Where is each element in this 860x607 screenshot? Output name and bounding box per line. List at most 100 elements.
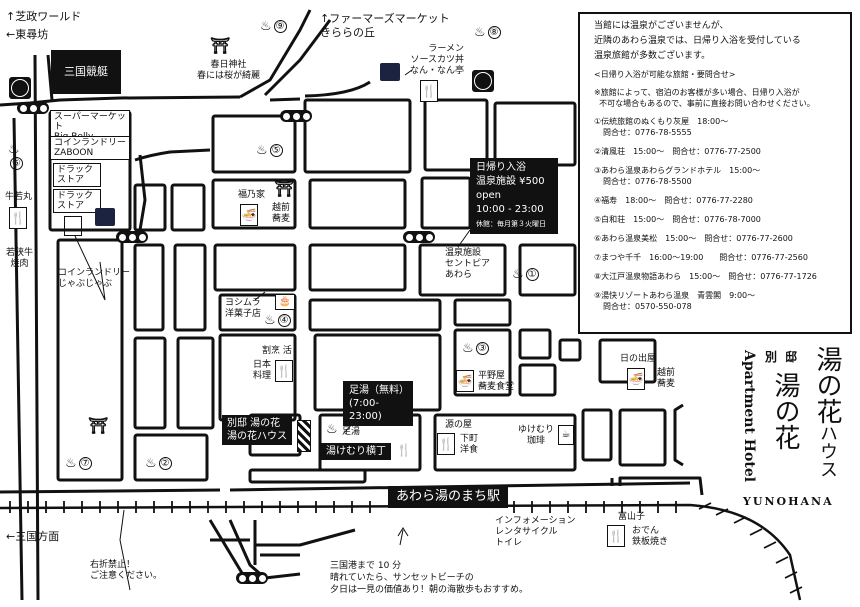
- label: 休館：毎月第３火曜日: [476, 220, 546, 228]
- bettei-building-icon: [297, 420, 311, 452]
- hiranoya: 平野屋蕎麦食堂: [478, 371, 514, 393]
- ryokan-entry: ⑧大江戸温泉物語あわら 15:00～ 問合せ：0776-77-1726: [594, 271, 836, 282]
- coffee-cup-icon: ☕: [558, 425, 574, 445]
- laundry-label: コインランドリー: [58, 268, 131, 278]
- ashiyu-onsen-icon: ♨: [326, 423, 338, 437]
- leader-lines: [15, 69, 471, 591]
- onsen-icon: ♨: [264, 313, 276, 328]
- brand-title: 湯の花ハウス: [812, 346, 842, 478]
- label: 下町: [460, 434, 479, 444]
- onsen-marker-1: ♨①: [512, 268, 539, 282]
- onsen-icon: ♨: [260, 19, 272, 34]
- ryokan-name-hours: ⑨湯快リゾートあわら温泉 青雲閣 9:00～: [594, 291, 756, 300]
- soba-bowl-icon: 🍜: [627, 368, 645, 390]
- label: あわら: [445, 270, 473, 280]
- label: 春日神社: [210, 60, 247, 70]
- mikuni-kyotei: 三国競艇: [51, 50, 121, 94]
- convenience-store-icon: [9, 77, 31, 99]
- traffic-light-icon: [236, 572, 268, 584]
- label: 温泉施設 ¥500: [476, 176, 545, 187]
- info-heading: <日帰り入浴が可能な旅館・要問合せ>: [594, 70, 736, 79]
- onsen-number: ②: [158, 457, 172, 470]
- higaeri-onsen-callout: 日帰り入浴 温泉施設 ¥500 open 10:00 - 23:00 休館：毎月…: [470, 158, 558, 234]
- traffic-light-icon: [17, 102, 49, 114]
- label: 若狭牛: [6, 248, 34, 258]
- label: ヨシムラ: [225, 298, 261, 308]
- onsen-icon: ♨: [145, 456, 157, 471]
- laundry-name: ZABOON: [54, 148, 94, 158]
- label: ソースカツ丼: [410, 55, 465, 65]
- onsen-marker-3: ♨③: [462, 342, 489, 356]
- onsen-icon: ♨: [65, 456, 77, 471]
- onsen-marker-8: ♨⑧: [474, 26, 501, 40]
- traffic-light-icon: [403, 231, 435, 243]
- rail-tick: [698, 502, 712, 510]
- shrine-torii-icon: ⛩: [210, 36, 231, 55]
- kasuga-shrine: 春日神社春には桜が綺麗: [197, 60, 260, 82]
- echizen-soba: 越前蕎麦: [272, 203, 290, 225]
- rail-tick: [775, 556, 789, 564]
- restaurant-icon: 🍴: [437, 433, 455, 455]
- onsen-number: ⑤: [269, 144, 283, 157]
- rail-tick: [733, 516, 747, 524]
- onsen-number: ⑨: [273, 20, 287, 33]
- onsen-icon: ♨: [474, 25, 486, 40]
- label: インフォメーション: [495, 516, 576, 526]
- restaurant-icon: 🍴: [9, 207, 27, 229]
- laundry-name: じゃぶじゃぶ: [58, 279, 113, 289]
- label: 料理: [253, 371, 272, 381]
- restaurant-icon: 🍴: [420, 80, 438, 102]
- brand-title-main: 湯の花: [812, 346, 842, 424]
- label: 蕎麦: [657, 379, 676, 389]
- direction-shibamasa: ↑芝政ワールド: [6, 10, 82, 23]
- onsen-number: ④: [277, 314, 291, 327]
- laundry-building-icon: [64, 216, 82, 236]
- label: 越前: [657, 368, 676, 378]
- onsen-icon: ♨: [256, 143, 268, 158]
- onsen-marker-4: ♨④: [264, 314, 291, 328]
- drug-store-label: ストア: [57, 201, 85, 211]
- label: 三国港まで 10 分: [330, 561, 402, 571]
- ryokan-name-hours: ⑥あわら温泉美松 15:00～ 問合せ：0776-77-2600: [594, 234, 793, 243]
- awara-yunomachi-station: あわら湯のまち駅: [388, 486, 509, 508]
- label: 焼肉: [10, 259, 29, 269]
- traffic-light-icon: [116, 231, 148, 243]
- ryokan-entry: ⑤白和荘 15:00～ 問合せ：0776-78-7000: [594, 214, 836, 225]
- ryokan-name-hours: ③あわら温泉あわらグランドホテル 15:00～: [594, 166, 761, 175]
- label: 夕日は一見の価値あり！朝の海散歩もおすすめ。: [330, 585, 529, 595]
- info-note: ※旅館によって、宿泊のお客様が多い場合、日帰り入浴が 不可な場合もあるので、事前…: [594, 87, 836, 109]
- label: 平野屋: [478, 371, 506, 381]
- ramen-nan-nan-tei: ラーメンソースカツ丼なん・なん亭: [410, 44, 464, 77]
- label: 洋食: [460, 445, 479, 455]
- onsen-marker-7: ♨⑦: [65, 457, 92, 471]
- direction-mikuni: ←三国方面: [6, 530, 60, 543]
- onsen-icon: ♨: [462, 341, 474, 356]
- supermarket-label: スーパーマーケット: [54, 112, 126, 132]
- onsen-marker-6: ♨⑥: [8, 143, 23, 171]
- label: 越前: [272, 203, 291, 213]
- brand-bettei: 別 邸: [765, 350, 800, 364]
- label: 洋菓子店: [225, 309, 262, 319]
- drug-store-label: ドラック: [57, 191, 94, 201]
- onsen-icon: ♨: [326, 422, 338, 437]
- onsen-marker-2: ♨②: [145, 457, 172, 471]
- label: 蕎麦食堂: [478, 382, 515, 392]
- info-intro: 当館には温泉がございませんが、 近隣のあわら温泉では、日帰り入浴を受付している …: [594, 19, 836, 64]
- label: (7:00-23:00): [349, 398, 382, 422]
- onsen-number: ⑧: [487, 26, 501, 39]
- tomiyamako: 富山子: [618, 512, 646, 522]
- onsen-number: ①: [525, 268, 539, 281]
- ryokan-entry: ③あわら温泉あわらグランドホテル 15:00～問合せ：0776-78-5500: [594, 165, 836, 187]
- ryokan-name-hours: ②清風荘 15:00～ 問合せ：0776-77-2500: [594, 147, 761, 156]
- restaurant-icon: 🍴: [396, 440, 412, 460]
- ashiyu-label: 足湯: [342, 427, 361, 437]
- label: 温泉施設: [445, 248, 482, 258]
- label: おでん: [632, 526, 660, 536]
- label: 10:00 - 23:00: [476, 204, 544, 215]
- label: 春には桜が綺麗: [197, 71, 261, 81]
- onsen-number: ③: [475, 342, 489, 355]
- rail-tick: [763, 541, 777, 549]
- rail-tick: [749, 528, 763, 536]
